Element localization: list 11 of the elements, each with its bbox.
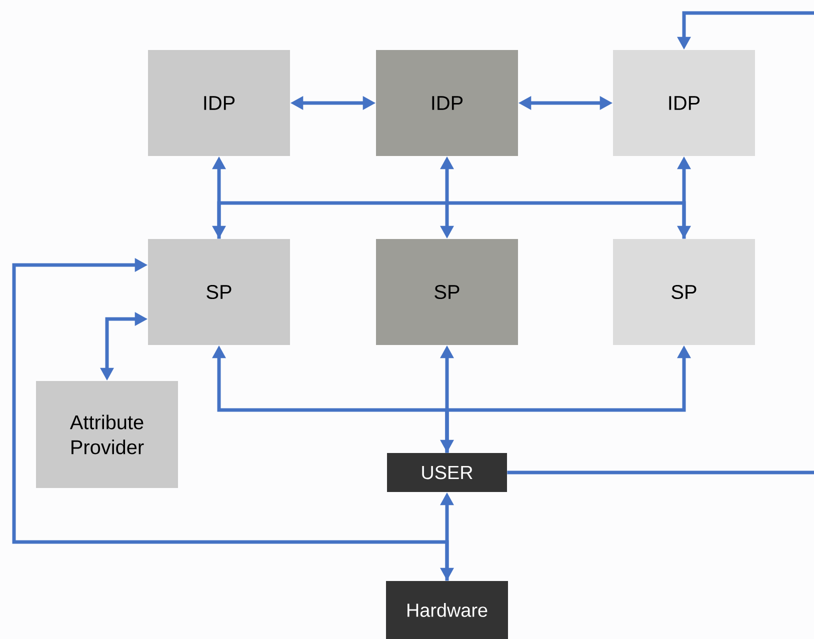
- idp-box: IDP: [613, 50, 755, 156]
- sp-box: SP: [613, 239, 755, 345]
- sp-box: SP: [148, 239, 290, 345]
- idp-box: IDP: [148, 50, 290, 156]
- provider-box: Attribute Provider: [36, 381, 178, 488]
- sp-box: SP: [376, 239, 518, 345]
- hardware-box: Hardware: [386, 581, 508, 639]
- user-box: USER: [387, 453, 507, 492]
- arrow: [507, 11, 814, 474]
- arrow: [12, 258, 449, 581]
- idp-box: IDP: [376, 50, 518, 156]
